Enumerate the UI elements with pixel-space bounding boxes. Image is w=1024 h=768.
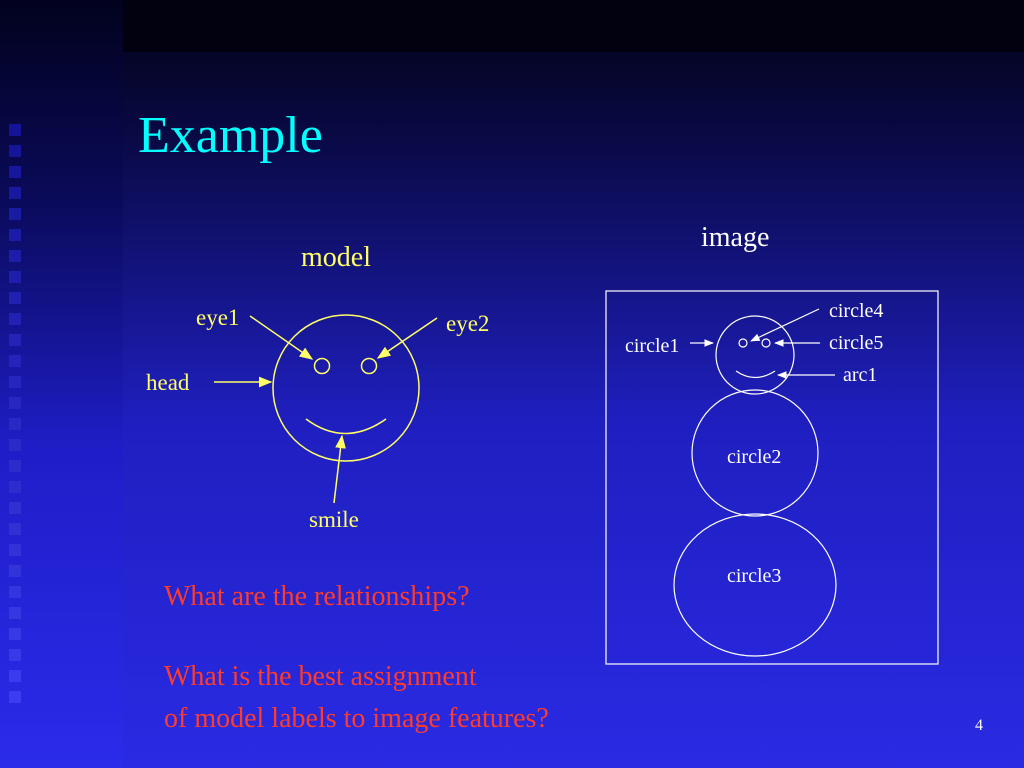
image-circle2 xyxy=(691,389,819,517)
decorative-square xyxy=(9,502,21,514)
decorative-square xyxy=(9,250,21,262)
image-label-circle3: circle3 xyxy=(727,565,782,587)
image-circle5 xyxy=(761,338,771,348)
decorative-square xyxy=(9,166,21,178)
image-label-circle2: circle2 xyxy=(727,446,782,468)
image-label-circle5: circle5 xyxy=(829,332,884,354)
model-eye2-circle xyxy=(360,357,378,375)
model-label-smile: smile xyxy=(309,507,359,532)
decorative-square xyxy=(9,208,21,220)
decorative-square xyxy=(9,607,21,619)
question-relationships: What are the relationships? xyxy=(164,581,470,612)
page-number: 4 xyxy=(975,717,983,734)
model-arrows xyxy=(214,315,438,504)
image-heading: image xyxy=(701,222,770,253)
image-circle3 xyxy=(673,513,837,657)
decorative-square xyxy=(9,187,21,199)
arrow-eye2 xyxy=(376,317,438,359)
question-assignment-line1: What is the best assignment xyxy=(164,661,477,692)
decorative-square xyxy=(9,145,21,157)
decorative-square xyxy=(9,544,21,556)
image-shapes xyxy=(673,315,837,657)
decorative-square xyxy=(9,418,21,430)
image-circle1 xyxy=(715,315,795,395)
model-label-eye2: eye2 xyxy=(446,311,490,336)
decorative-square xyxy=(9,565,21,577)
question-assignment-line2: of model labels to image features? xyxy=(164,703,549,734)
arrow-smile xyxy=(333,434,346,504)
decorative-square xyxy=(9,481,21,493)
top-decorative-band xyxy=(123,0,1024,52)
image-label-arc1: arc1 xyxy=(843,364,878,386)
image-label-circle1: circle1 xyxy=(625,335,680,357)
left-decorative-band xyxy=(0,0,123,768)
decorative-square xyxy=(9,628,21,640)
decorative-square xyxy=(9,460,21,472)
slide-title: Example xyxy=(138,107,323,164)
decorative-square xyxy=(9,649,21,661)
model-heading: model xyxy=(301,242,371,273)
image-circle4 xyxy=(738,338,748,348)
model-label-head: head xyxy=(146,370,190,395)
model-smile-arc xyxy=(305,418,387,435)
decorative-square-column xyxy=(9,0,23,768)
decorative-square xyxy=(9,376,21,388)
model-label-eye1: eye1 xyxy=(196,305,240,330)
decorative-square xyxy=(9,292,21,304)
decorative-square xyxy=(9,397,21,409)
model-face xyxy=(272,314,420,462)
decorative-square xyxy=(9,271,21,283)
image-label-circle4: circle4 xyxy=(829,300,884,322)
decorative-square xyxy=(9,355,21,367)
model-head-circle xyxy=(272,314,420,462)
decorative-square xyxy=(9,124,21,136)
decorative-square xyxy=(9,523,21,535)
image-arc1 xyxy=(735,370,776,379)
decorative-square xyxy=(9,229,21,241)
image-frame xyxy=(605,290,939,665)
decorative-square xyxy=(9,691,21,703)
decorative-square xyxy=(9,586,21,598)
arrow-eye1 xyxy=(249,315,314,360)
decorative-square xyxy=(9,313,21,325)
decorative-square xyxy=(9,439,21,451)
decorative-square xyxy=(9,334,21,346)
model-eye1-circle xyxy=(313,357,331,375)
arrow-circle4 xyxy=(750,308,820,342)
decorative-square xyxy=(9,670,21,682)
image-arrows xyxy=(690,308,835,379)
